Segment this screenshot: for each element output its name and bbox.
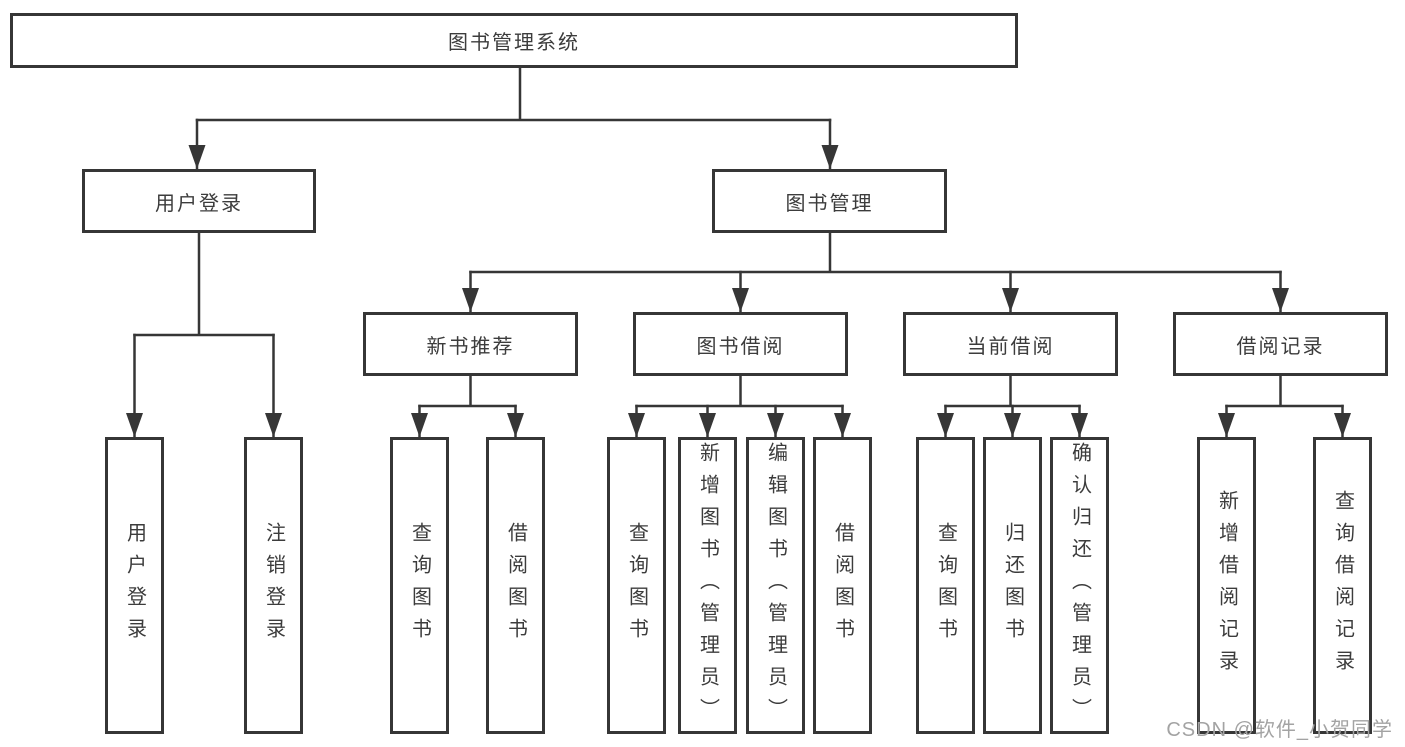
- trunk-current-borrow: [944, 374, 1081, 408]
- leaf-query-books-borrow-label: 查询图书: [625, 521, 648, 650]
- leaf-confirm-return-admin-label: 确认归还（管理员）: [1068, 441, 1091, 730]
- leaf-edit-books-admin: 编辑图书（管理员）: [746, 437, 805, 734]
- leaf-add-books-admin: 新增图书（管理员）: [678, 437, 737, 734]
- leaf-user-login: 用户登录: [105, 437, 164, 734]
- leaf-query-borrow-record-label: 查询借阅记录: [1331, 489, 1354, 682]
- node-borrow-records: 借阅记录: [1173, 312, 1388, 376]
- csdn-watermark: CSDN @软件_小贺同学: [1166, 719, 1393, 741]
- node-current-borrow: 当前借阅: [903, 312, 1118, 376]
- leaf-add-books-admin-label: 新增图书（管理员）: [696, 441, 719, 730]
- leaf-edit-books-admin-label: 编辑图书（管理员）: [764, 441, 787, 730]
- leaf-return-books: 归还图书: [983, 437, 1042, 734]
- node-book-management: 图书管理: [712, 169, 947, 233]
- leaf-borrow-books-newrec: 借阅图书: [486, 437, 545, 734]
- leaf-add-borrow-record-label: 新增借阅记录: [1215, 489, 1238, 682]
- node-root-system: 图书管理系统: [10, 13, 1018, 68]
- trunk-book-mgmt: [469, 231, 1282, 274]
- leaf-query-books-newrec-label: 查询图书: [408, 521, 431, 650]
- node-user-login: 用户登录: [82, 169, 316, 233]
- trunk-borrow-records: [1225, 374, 1344, 408]
- leaf-query-books-newrec: 查询图书: [390, 437, 449, 734]
- leaf-return-books-label: 归还图书: [1001, 521, 1024, 650]
- leaf-confirm-return-admin: 确认归还（管理员）: [1050, 437, 1109, 734]
- leaf-query-books-current-label: 查询图书: [934, 521, 957, 650]
- leaf-borrow-books-borrow: 借阅图书: [813, 437, 872, 734]
- leaf-user-login-label: 用户登录: [123, 521, 146, 650]
- trunk-book-borrow: [635, 374, 844, 408]
- leaf-query-books-current: 查询图书: [916, 437, 975, 734]
- trunk-user-login: [133, 231, 275, 337]
- leaf-borrow-books-newrec-label: 借阅图书: [504, 521, 527, 650]
- leaf-borrow-books-borrow-label: 借阅图书: [831, 521, 854, 650]
- node-book-borrow: 图书借阅: [633, 312, 848, 376]
- trunk-root: [195, 66, 832, 122]
- leaf-logout-login: 注销登录: [244, 437, 303, 734]
- leaf-query-books-borrow: 查询图书: [607, 437, 666, 734]
- trunk-new-book-rec: [418, 374, 517, 408]
- node-new-book-recommend: 新书推荐: [363, 312, 578, 376]
- leaf-logout-login-label: 注销登录: [262, 521, 285, 650]
- leaf-query-borrow-record: 查询借阅记录: [1313, 437, 1372, 734]
- leaf-add-borrow-record: 新增借阅记录: [1197, 437, 1256, 734]
